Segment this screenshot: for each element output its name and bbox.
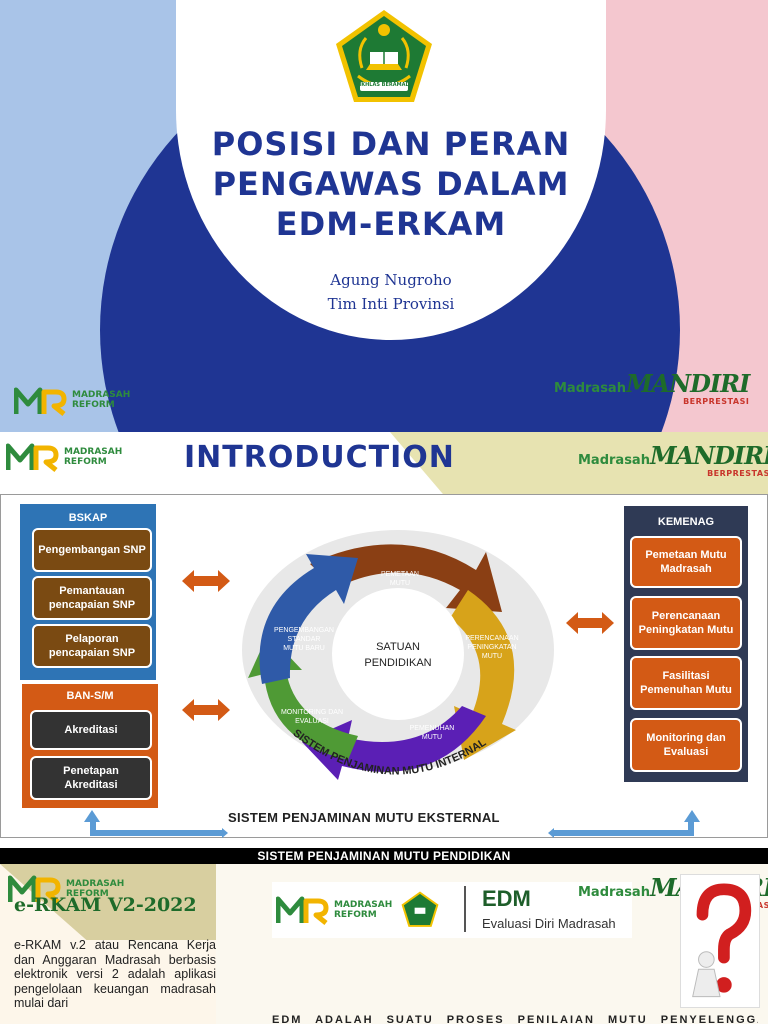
edm-title: EDM	[482, 886, 531, 911]
author-name: Agung Nugroho	[330, 271, 452, 289]
title-line-1: POSISI DAN PERAN	[211, 125, 571, 163]
erkam-paragraph: e-RKAM v.2 atau Rencana Kerja dan Anggar…	[14, 938, 216, 1010]
erkam-title: e-RKAM V2-2022	[14, 894, 197, 916]
kemenag-panel: KEMENAG Pemetaan Mutu Madrasah Perencana…	[624, 506, 748, 782]
seg-label-pengembangan-1: PENGEMBANGAN	[274, 627, 334, 634]
seg-label-perencanaan-3: MUTU	[482, 653, 502, 660]
edm-description: EDM ADALAH SUATU PROSES PENILAIAN MUTU P…	[272, 1014, 758, 1024]
double-arrow-icon	[182, 699, 230, 721]
seg-label-pemenuhan-1: PEMENUHAN	[410, 725, 455, 732]
kemenag-item-2: Perencanaan Peningkatan Mutu	[630, 596, 742, 650]
seg-label-pengembangan-2: STANDAR	[288, 636, 321, 643]
madrasah-reform-logo: MADRASAH REFORM	[14, 384, 130, 418]
slide-title-text: POSISI DAN PERAN PENGAWAS DALAM EDM-ERKA…	[176, 124, 606, 244]
kemenag-header: KEMENAG	[657, 516, 715, 528]
madrasah-reform-mark-icon	[6, 443, 59, 472]
spmi-cycle-diagram: SATUAN PENDIDIKAN PEMETAAN MUTU PERENCAN…	[242, 530, 554, 780]
emblem-motto: IKHLAS BERAMAL	[359, 82, 409, 88]
center-line-2: PENDIDIKAN	[364, 657, 431, 669]
kemenag-emblem-small-icon	[401, 891, 439, 927]
bskap-item-3: Pelaporan pencapaian SNP	[32, 624, 152, 668]
kemenag-item-1: Pemetaan Mutu Madrasah	[630, 536, 742, 588]
author-block: Agung Nugroho Tim Inti Provinsi	[176, 268, 606, 316]
bottom-system-bar: SISTEM PENJAMINAN MUTU PENDIDIKAN	[0, 848, 768, 864]
bansm-item-1: Akreditasi	[30, 710, 152, 750]
double-arrow-icon	[182, 570, 230, 592]
bansm-panel: BAN-S/M Akreditasi Penetapan Akreditasi	[22, 684, 158, 808]
segment-pemenuhan	[302, 706, 486, 780]
edm-subtitle: Evaluasi Diri Madrasah	[482, 916, 616, 931]
edm-divider	[464, 886, 466, 932]
kemenag-item-4: Monitoring dan Evaluasi	[630, 718, 742, 772]
bskap-panel: BSKAP Pengembangan SNP Pemantauan pencap…	[20, 504, 156, 680]
cycle-center	[332, 588, 464, 720]
introduction-title: INTRODUCTION	[184, 440, 455, 475]
seg-label-pemenuhan-2: MUTU	[422, 734, 442, 741]
header-tan-shape	[390, 432, 768, 494]
external-bracket-arrows	[84, 810, 700, 838]
author-role: Tim Inti Provinsi	[327, 295, 455, 313]
bskap-item-1: Pengembangan SNP	[32, 528, 152, 572]
question-mark-figure-icon	[680, 874, 760, 1008]
edm-logo-card: MADRASAH REFORM	[272, 882, 632, 938]
madrasah-reform-logo-2: MADRASAH REFORM	[6, 440, 122, 474]
title-line-2: PENGAWAS DALAM	[212, 165, 570, 203]
seg-label-monitoring-2: EVALUASI	[295, 718, 329, 725]
madrasah-mandiri-logo-2: Madrasah MANDIRI BERPRESTASI	[578, 441, 768, 479]
slide-erkam-edm: MADRASAH REFORM e-RKAM V2-2022 e-RKAM v.…	[0, 864, 768, 1024]
madrasah-mandiri-logo: Madrasah MANDIRI BERPRESTASI	[554, 369, 750, 407]
seg-label-pemetaan-2: MUTU	[390, 580, 410, 587]
center-line-1: SATUAN	[376, 641, 420, 653]
title-line-3: EDM-ERKAM	[275, 205, 507, 243]
madrasah-reform-logo-4: MADRASAH REFORM	[276, 893, 392, 927]
external-system-label: SISTEM PENJAMINAN MUTU EKSTERNAL	[228, 810, 500, 825]
seg-label-pengembangan-3: MUTU BARU	[283, 645, 325, 652]
double-arrow-icon	[566, 612, 614, 634]
seg-label-monitoring-1: MONITORING DAN	[281, 709, 343, 716]
bansm-header: BAN-S/M	[66, 690, 114, 702]
madrasah-reform-logo-3: MADRASAH REFORM	[8, 872, 124, 906]
seg-label-pemetaan-1: PEMETAAN	[381, 571, 419, 578]
seg-label-perencanaan-2: PENINGKATAN	[467, 644, 516, 651]
kemenag-emblem-icon	[336, 10, 432, 102]
kemenag-item-3: Fasilitasi Pemenuhan Mutu	[630, 656, 742, 710]
bansm-item-2: Penetapan Akreditasi	[30, 756, 152, 800]
segment-pemetaan	[310, 544, 502, 612]
madrasah-reform-mark-icon	[14, 387, 67, 416]
slide-title: IKHLAS BERAMAL POSISI DAN PERAN PENGAWAS…	[0, 0, 768, 432]
madrasah-reform-mark-icon	[8, 875, 61, 904]
bskap-item-2: Pemantauan pencapaian SNP	[32, 576, 152, 620]
seg-label-perencanaan-1: PERENCANAAN	[465, 635, 518, 642]
madrasah-reform-text: MADRASAH REFORM	[72, 390, 131, 410]
slide-introduction: MADRASAH REFORM INTRODUCTION Madrasah MA…	[0, 432, 768, 864]
madrasah-reform-mark-icon	[276, 896, 329, 925]
bskap-header: BSKAP	[68, 512, 108, 524]
segment-pengembangan	[259, 554, 358, 684]
